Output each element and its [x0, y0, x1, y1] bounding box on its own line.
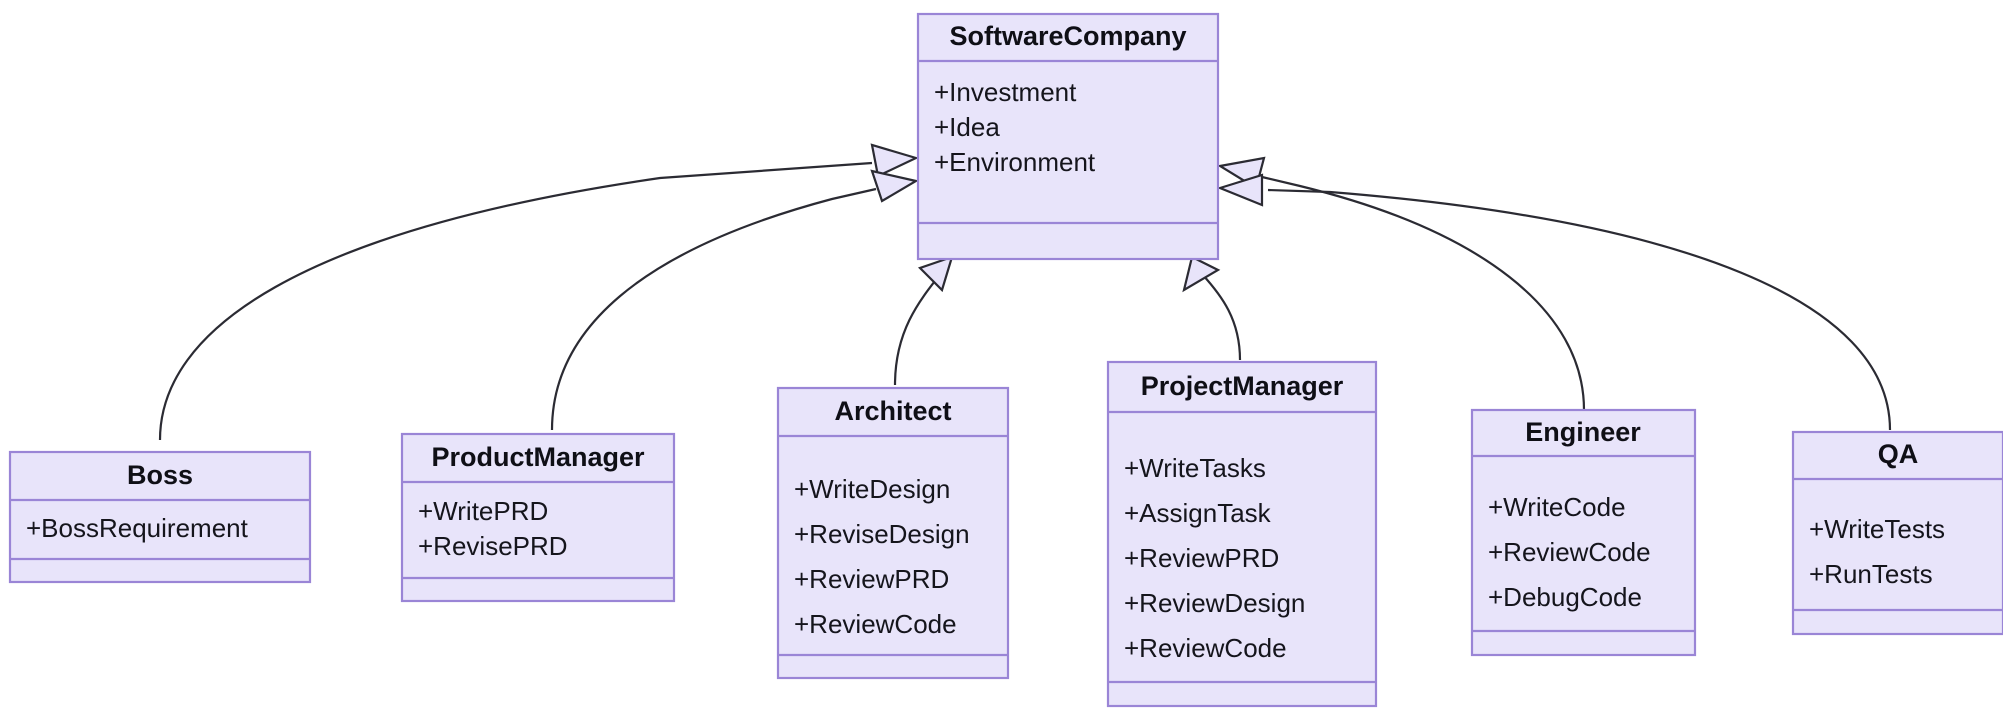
inheritance-arrow-architect	[917, 255, 954, 293]
class-attribute-product-manager-1: +RevisePRD	[418, 531, 568, 561]
class-box-outline-software-company	[916, 12, 1220, 261]
class-attribute-engineer-1: +ReviewCode	[1488, 537, 1651, 567]
class-name-software-company: SoftwareCompany	[949, 21, 1186, 51]
class-attribute-architect-3: +ReviewCode	[794, 609, 957, 639]
edges-layer	[158, 143, 1892, 441]
class-attribute-software-company-2: +Environment	[934, 147, 1096, 177]
class-name-boss: Boss	[127, 460, 193, 490]
class-attribute-engineer-0: +WriteCode	[1488, 492, 1626, 522]
class-name-qa: QA	[1878, 439, 1919, 469]
inheritance-arrow-projectmanager	[1182, 255, 1221, 293]
class-name-product-manager: ProductManager	[431, 442, 645, 472]
class-box-outline-engineer	[1470, 408, 1697, 657]
class-attribute-qa-1: +RunTests	[1809, 559, 1933, 589]
class-box-outline-product-manager	[400, 432, 676, 603]
class-box-project-manager[interactable]: ProjectManager +WriteTasks +AssignTask +…	[1106, 360, 1378, 708]
class-box-engineer[interactable]: Engineer +WriteCode +ReviewCode +DebugCo…	[1470, 408, 1697, 657]
class-box-architect[interactable]: Architect +WriteDesign +ReviseDesign +Re…	[776, 386, 1010, 680]
class-attribute-engineer-2: +DebugCode	[1488, 582, 1642, 612]
class-attribute-software-company-1: +Idea	[934, 112, 1000, 142]
edge-line-projectmanager	[1201, 273, 1242, 361]
class-name-project-manager: ProjectManager	[1141, 371, 1344, 401]
class-box-boss[interactable]: Boss +BossRequirement	[8, 450, 312, 584]
class-box-software-company[interactable]: SoftwareCompany +Investment +Idea +Envir…	[916, 12, 1220, 261]
class-attribute-software-company-0: +Investment	[934, 77, 1077, 107]
class-name-architect: Architect	[834, 396, 951, 426]
class-attribute-architect-0: +WriteDesign	[794, 474, 950, 504]
inheritance-arrow-productmanager	[870, 169, 919, 203]
class-name-engineer: Engineer	[1525, 417, 1641, 447]
edge-productmanager-to-softwarecompany	[550, 169, 919, 431]
class-attribute-product-manager-0: +WritePRD	[418, 496, 548, 526]
class-box-qa[interactable]: QA +WriteTests +RunTests	[1791, 430, 2003, 636]
inheritance-arrow-qa	[1216, 173, 1264, 207]
edge-line-engineer	[1261, 175, 1586, 411]
edge-line-productmanager	[550, 187, 877, 431]
edge-line-qa	[1267, 188, 1892, 431]
class-box-outline-project-manager	[1106, 360, 1378, 708]
inheritance-arrow-boss	[870, 143, 920, 178]
class-attribute-project-manager-0: +WriteTasks	[1124, 453, 1266, 483]
edge-projectmanager-to-softwarecompany	[1182, 255, 1242, 361]
class-attribute-project-manager-3: +ReviewDesign	[1124, 588, 1305, 618]
class-attribute-architect-2: +ReviewPRD	[794, 564, 949, 594]
class-attribute-boss-0: +BossRequirement	[26, 513, 249, 543]
class-box-outline-qa	[1791, 430, 2003, 636]
class-box-outline-boss	[8, 450, 312, 584]
class-attribute-project-manager-2: +ReviewPRD	[1124, 543, 1279, 573]
class-attribute-qa-0: +WriteTests	[1809, 514, 1945, 544]
class-attribute-architect-1: +ReviseDesign	[794, 519, 970, 549]
edge-qa-to-softwarecompany	[1216, 173, 1892, 431]
class-box-product-manager[interactable]: ProductManager +WritePRD +RevisePRD	[400, 432, 676, 603]
edge-line-architect	[893, 271, 943, 386]
edge-architect-to-softwarecompany	[893, 255, 954, 386]
class-attribute-project-manager-1: +AssignTask	[1124, 498, 1272, 528]
class-attribute-project-manager-4: +ReviewCode	[1124, 633, 1287, 663]
edge-line-boss	[158, 161, 873, 441]
edge-boss-to-softwarecompany	[158, 143, 920, 441]
